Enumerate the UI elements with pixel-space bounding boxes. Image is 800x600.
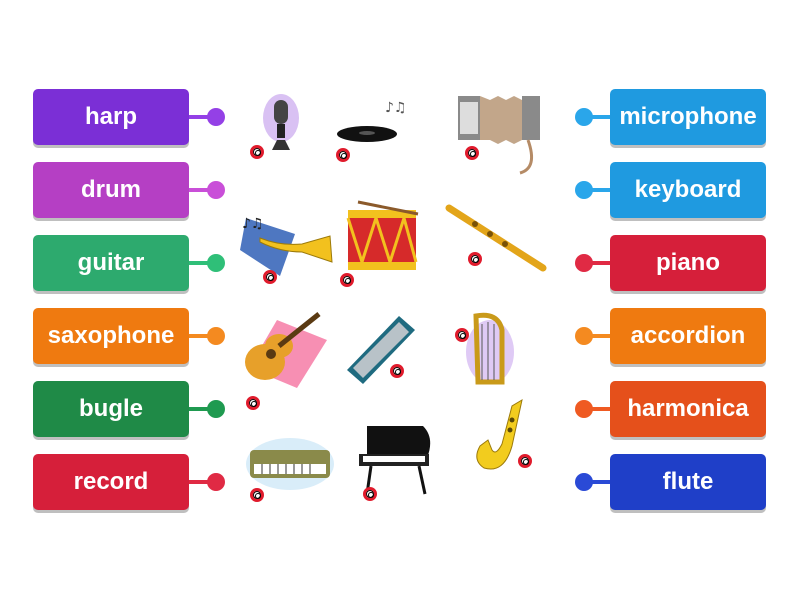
connector-line	[588, 334, 610, 338]
harmonica-icon	[347, 316, 415, 384]
label-text: bugle	[79, 395, 143, 422]
label-text: drum	[81, 176, 141, 203]
label-text: harmonica	[627, 395, 749, 422]
label-guitar[interactable]: guitar	[33, 235, 189, 291]
drop-target[interactable]	[390, 364, 404, 378]
drop-target[interactable]	[263, 270, 277, 284]
harp-icon	[466, 312, 514, 385]
label-flute[interactable]: flute	[610, 454, 766, 510]
microphone-icon	[263, 94, 299, 150]
picture-tile[interactable]	[448, 88, 548, 175]
label-text: saxophone	[47, 322, 175, 349]
connector-line	[588, 480, 610, 484]
drum-icon	[346, 200, 419, 270]
connector-dot[interactable]	[207, 108, 225, 126]
connector-line	[588, 407, 610, 411]
connector-line	[588, 261, 610, 265]
label-text: piano	[656, 249, 720, 276]
connector-dot[interactable]	[575, 181, 593, 199]
connector-line	[189, 188, 213, 192]
label-text: microphone	[619, 103, 757, 130]
picture-tile[interactable]	[338, 200, 438, 274]
picture-tile[interactable]	[445, 202, 547, 276]
label-harp[interactable]: harp	[33, 89, 189, 145]
picture-tile[interactable]	[237, 310, 337, 388]
connector-line	[588, 188, 610, 192]
connector-line	[189, 115, 213, 119]
record-icon: ♪♫	[337, 100, 407, 142]
label-harmonica[interactable]: harmonica	[610, 381, 766, 437]
connector-dot[interactable]	[575, 108, 593, 126]
flute-icon	[445, 204, 547, 272]
label-text: keyboard	[634, 176, 742, 203]
drop-target[interactable]	[465, 146, 479, 160]
drop-target[interactable]	[336, 148, 350, 162]
connector-dot[interactable]	[207, 254, 225, 272]
label-accordion[interactable]: accordion	[610, 308, 766, 364]
keyboard-icon	[246, 438, 334, 490]
picture-tile[interactable]	[448, 310, 548, 385]
label-text: flute	[662, 468, 714, 495]
picture-tile[interactable]	[240, 428, 340, 502]
label-text: accordion	[630, 322, 746, 349]
label-text: harp	[84, 103, 137, 130]
connector-dot[interactable]	[575, 254, 593, 272]
connector-line	[588, 115, 610, 119]
label-drum[interactable]: drum	[33, 162, 189, 218]
label-microphone[interactable]: microphone	[610, 89, 766, 145]
picture-tile[interactable]	[345, 418, 445, 495]
picture-tile[interactable]	[458, 396, 558, 470]
label-record[interactable]: record	[33, 454, 189, 510]
picture-tile[interactable]	[343, 312, 443, 386]
bugle-icon: ♪♫	[240, 216, 333, 276]
connector-line	[189, 480, 213, 484]
drop-target[interactable]	[455, 328, 469, 342]
drop-target[interactable]	[340, 273, 354, 287]
connector-dot[interactable]	[207, 181, 225, 199]
connector-dot[interactable]	[207, 327, 225, 345]
drop-target[interactable]	[363, 487, 377, 501]
svg-text:♪♫: ♪♫	[242, 216, 264, 232]
label-text: guitar	[77, 249, 145, 276]
connector-dot[interactable]	[207, 473, 225, 491]
svg-text:♪♫: ♪♫	[385, 100, 407, 116]
connector-line	[189, 334, 213, 338]
label-text: record	[73, 468, 149, 495]
picture-tile[interactable]	[238, 90, 338, 164]
label-keyboard[interactable]: keyboard	[610, 162, 766, 218]
connector-dot[interactable]	[575, 327, 593, 345]
label-piano[interactable]: piano	[610, 235, 766, 291]
picture-tile[interactable]: ♪♫	[240, 206, 340, 280]
connector-dot[interactable]	[207, 400, 225, 418]
saxophone-icon	[476, 398, 523, 470]
picture-tile[interactable]: ♪♫	[327, 90, 427, 164]
accordion-icon	[458, 96, 540, 175]
piano-icon	[359, 426, 431, 495]
drop-target[interactable]	[246, 396, 260, 410]
drop-target[interactable]	[250, 488, 264, 502]
drop-target[interactable]	[250, 145, 264, 159]
drop-target[interactable]	[518, 454, 532, 468]
drop-target[interactable]	[468, 252, 482, 266]
connector-line	[189, 407, 213, 411]
label-bugle[interactable]: bugle	[33, 381, 189, 437]
label-saxophone[interactable]: saxophone	[33, 308, 189, 364]
guitar-icon	[245, 312, 327, 388]
connector-line	[189, 261, 213, 265]
connector-dot[interactable]	[575, 400, 593, 418]
connector-dot[interactable]	[575, 473, 593, 491]
